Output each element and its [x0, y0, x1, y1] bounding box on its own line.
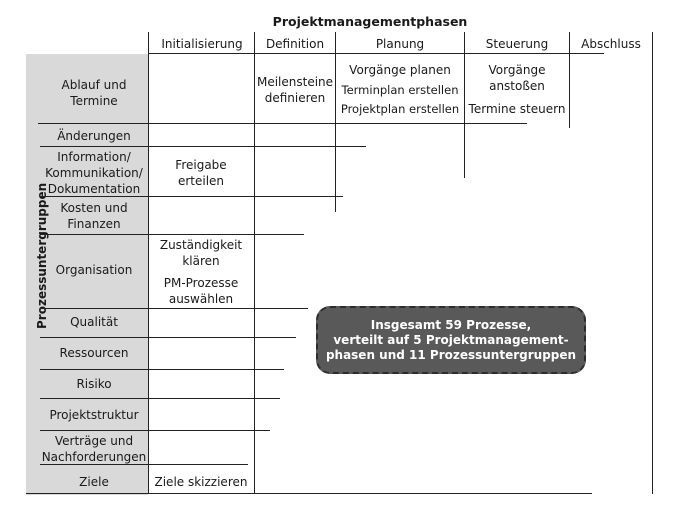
cell-terminplan: Terminplan erstellen — [341, 83, 459, 97]
phase-initialisierung: Initialisierung — [161, 37, 243, 51]
cell-zustaendigkeit: Zuständigkeit klären — [159, 238, 243, 268]
group-qualitaet: Qualität — [70, 315, 118, 329]
phase-definition: Definition — [265, 37, 325, 51]
divider — [148, 32, 149, 494]
divider — [40, 308, 308, 309]
cell-vorgaenge-planen: Vorgänge planen — [349, 63, 451, 77]
divider — [464, 32, 465, 178]
divider — [40, 398, 280, 399]
group-ziele: Ziele — [79, 475, 109, 489]
divider — [40, 337, 296, 338]
group-projektstruktur: Projektstruktur — [49, 408, 139, 422]
cell-freigabe: Freigabe erteilen — [175, 158, 227, 188]
cell-projektplan: Projektplan erstellen — [340, 102, 460, 116]
divider — [40, 430, 270, 431]
group-aenderungen: Änderungen — [57, 129, 131, 143]
cell-termine-steuern: Termine steuern — [468, 102, 566, 116]
process-group-sidebar — [26, 54, 148, 495]
divider — [40, 234, 304, 235]
summary-text: Insgesamt 59 Prozesse, verteilt auf 5 Pr… — [325, 317, 577, 362]
group-vertraege: Verträge und Nachforderungen — [41, 434, 147, 464]
divider — [569, 32, 570, 128]
divider — [40, 146, 366, 147]
phase-planung: Planung — [375, 37, 425, 51]
group-risiko: Risiko — [76, 377, 112, 391]
divider — [652, 32, 653, 494]
group-kosten: Kosten und Finanzen — [60, 201, 128, 231]
divider — [254, 32, 255, 494]
divider — [40, 369, 284, 370]
cell-pm-prozesse: PM-Prozesse auswählen — [163, 276, 239, 306]
group-organisation: Organisation — [55, 263, 133, 277]
divider — [26, 493, 592, 494]
divider — [40, 196, 343, 197]
summary-box: Insgesamt 59 Prozesse, verteilt auf 5 Pr… — [316, 306, 586, 374]
divider — [38, 123, 527, 124]
cell-meilensteine: Meilensteine definieren — [256, 75, 334, 105]
divider — [335, 32, 336, 212]
group-information: Information/ Kommunikation/ Dokumentatio… — [45, 150, 143, 196]
divider — [148, 53, 604, 54]
group-ressourcen: Ressourcen — [59, 346, 129, 360]
cell-ziele-skizzieren: Ziele skizzieren — [154, 475, 248, 489]
group-ablauf-termine: Ablauf und Termine — [61, 78, 127, 108]
phase-abschluss: Abschluss — [581, 37, 641, 51]
diagram-title: Projektmanagementphasen — [272, 14, 468, 29]
cell-vorgaenge-anstossen: Vorgänge anstoßen — [488, 63, 546, 93]
divider — [40, 464, 248, 465]
phase-steuerung: Steuerung — [485, 37, 549, 51]
